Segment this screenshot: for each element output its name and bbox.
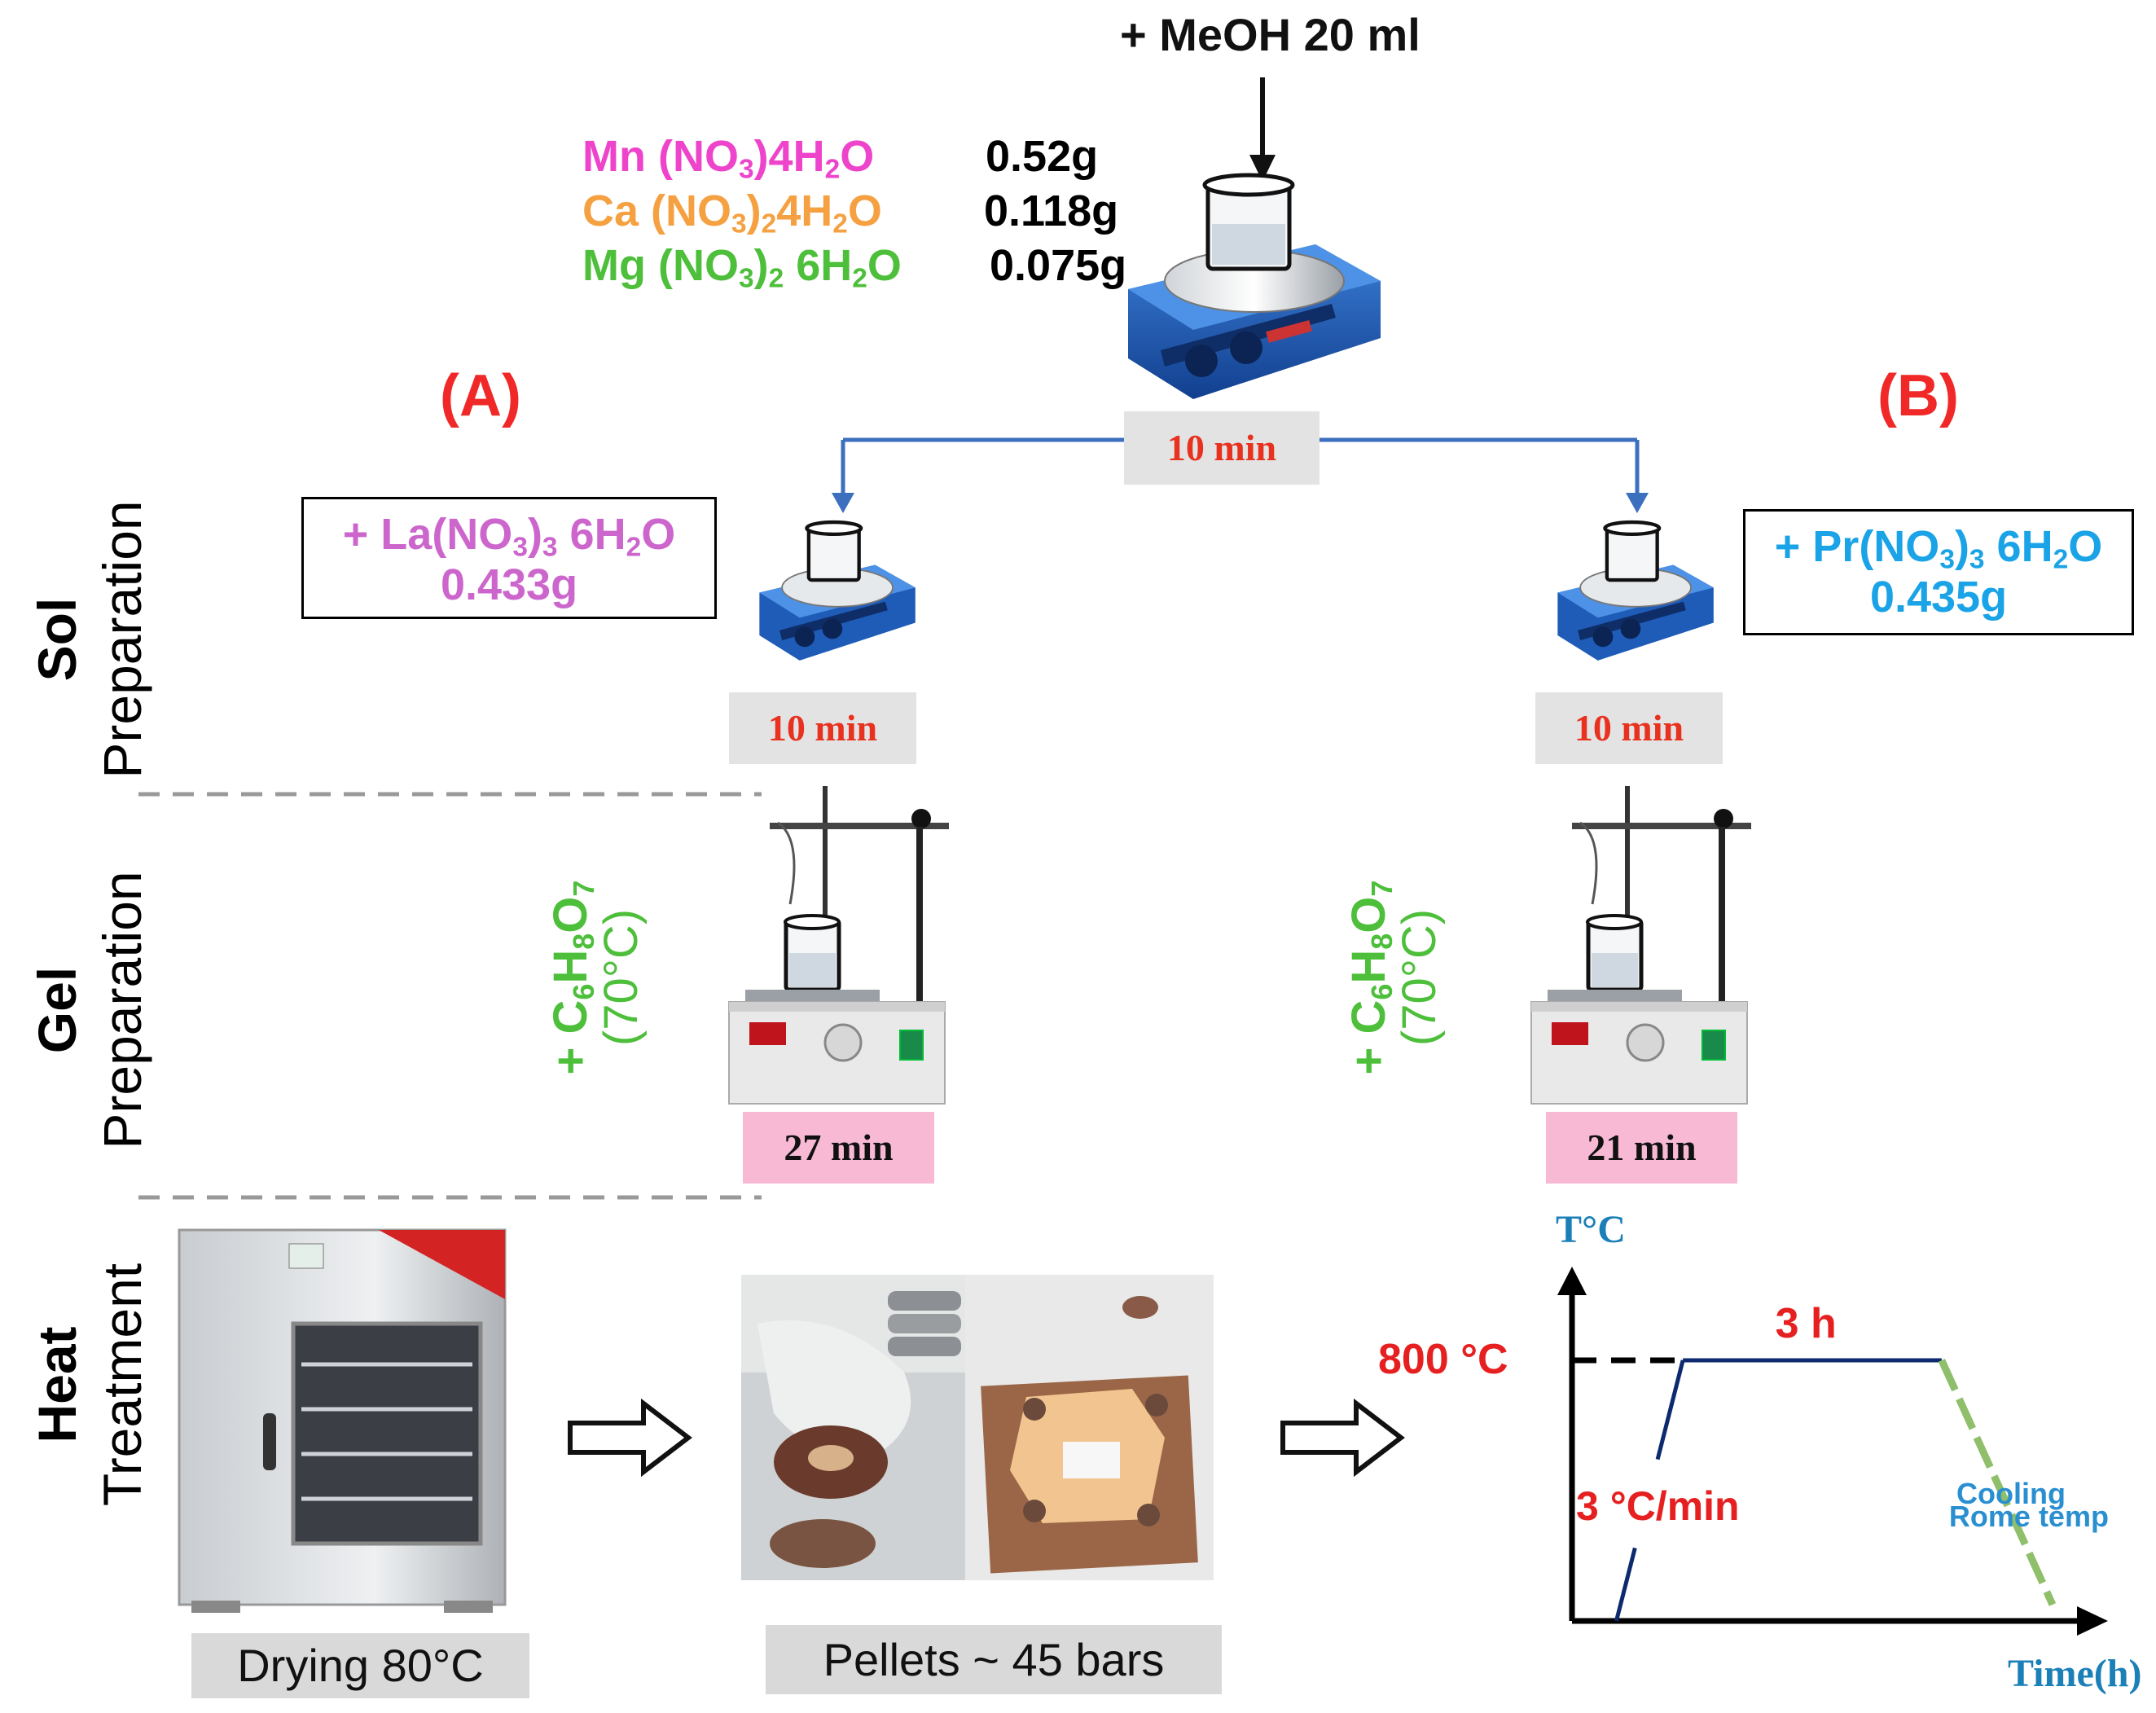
split-time: 10 min bbox=[1166, 427, 1277, 468]
ramp-segment bbox=[1614, 1547, 1637, 1622]
precursor-name: Mg (NO3)2 6H2O bbox=[582, 241, 902, 294]
gel-temp: (70°C) bbox=[595, 908, 648, 1047]
hot-plate-stirrer-b bbox=[1530, 786, 1751, 1105]
meoh-label: + MeOH 20 ml bbox=[1120, 9, 1421, 60]
gel-b-time: 21 min bbox=[1587, 1127, 1697, 1168]
sol-a-time-badge: 10 min bbox=[729, 692, 916, 764]
precursor-mass: 0.075g bbox=[990, 241, 1127, 290]
sol-b-time: 10 min bbox=[1574, 707, 1684, 749]
x-axis-title: Time(h) bbox=[2008, 1652, 2141, 1695]
drying-caption: Drying 80°C bbox=[191, 1633, 529, 1698]
route-a-label: (A) bbox=[440, 363, 521, 428]
y-axis-arrowhead bbox=[1557, 1267, 1587, 1295]
gel-a-time: 27 min bbox=[784, 1127, 894, 1168]
gel-b-time-badge: 21 min bbox=[1546, 1112, 1737, 1184]
dopant-a-formula: + La(NO3)3 6H2O bbox=[342, 510, 676, 563]
hot-plate-stirrer-a bbox=[728, 786, 949, 1105]
process-arrow bbox=[568, 1398, 692, 1478]
split-time-badge: 10 min bbox=[1124, 411, 1320, 485]
ramp-rate-label: 3 °C/min bbox=[1576, 1483, 1740, 1529]
route-b-label: (B) bbox=[1877, 363, 1959, 428]
dopant-b-formula: + Pr(NO3)3 6H2O bbox=[1774, 522, 2103, 575]
gel-reagent-a: + C6H8O7 (70°C) bbox=[544, 855, 648, 1100]
ramp-segment bbox=[1655, 1359, 1685, 1460]
sol-b-time-badge: 10 min bbox=[1535, 692, 1723, 764]
meoh-arrow bbox=[1249, 77, 1276, 182]
cooling-label: Cooling bbox=[1956, 1477, 2066, 1510]
citric-acid-formula: + C6H8O7 bbox=[544, 880, 600, 1075]
x-axis-arrowhead bbox=[2077, 1606, 2108, 1636]
gel-temp: (70°C) bbox=[1393, 908, 1446, 1047]
process-arrow bbox=[1280, 1398, 1405, 1478]
plateau-temp-label: 800 °C bbox=[1378, 1336, 1508, 1383]
stage-label-heat: Heat Treatment bbox=[27, 1263, 152, 1507]
sol-a-time: 10 min bbox=[767, 707, 878, 749]
cooling-label: Rome temp bbox=[1949, 1500, 2109, 1533]
magnetic-stirrer-a bbox=[759, 520, 916, 661]
cooling-segment bbox=[1938, 1359, 2057, 1606]
stage-separators bbox=[138, 792, 762, 1200]
precursor-name: Ca (NO3)24H2O bbox=[582, 187, 882, 239]
split-arrows bbox=[832, 437, 1649, 513]
precursor-mass: 0.52g bbox=[986, 132, 1099, 181]
drying-oven bbox=[178, 1228, 507, 1613]
citric-acid-formula: + C6H8O7 bbox=[1342, 880, 1399, 1075]
hold-time-label: 3 h bbox=[1776, 1300, 1837, 1347]
gel-reagent-b: + C6H8O7 (70°C) bbox=[1342, 855, 1446, 1100]
dopant-b-box: + Pr(NO3)3 6H2O 0.435g bbox=[1743, 509, 2134, 635]
dopant-a-mass: 0.433g bbox=[440, 560, 578, 610]
dopant-b-mass: 0.435g bbox=[1869, 573, 2008, 622]
precursor-mass: 0.118g bbox=[984, 187, 1119, 235]
magnetic-stirrer-main bbox=[1128, 173, 1381, 399]
y-axis-title: T°C bbox=[1556, 1208, 1626, 1251]
pellets-caption: Pellets ~ 45 bars bbox=[766, 1625, 1222, 1694]
gel-a-time-badge: 27 min bbox=[743, 1112, 934, 1184]
dopant-a-box: + La(NO3)3 6H2O 0.433g bbox=[301, 497, 717, 619]
pellet-press-photo bbox=[741, 1275, 1214, 1580]
precursor-name: Mn (NO3)4H2O bbox=[582, 132, 875, 185]
magnetic-stirrer-b bbox=[1557, 520, 1714, 661]
precursor-list: Mn (NO3)4H2O 0.52g Ca (NO3)24H2O 0.118g … bbox=[582, 130, 1153, 293]
